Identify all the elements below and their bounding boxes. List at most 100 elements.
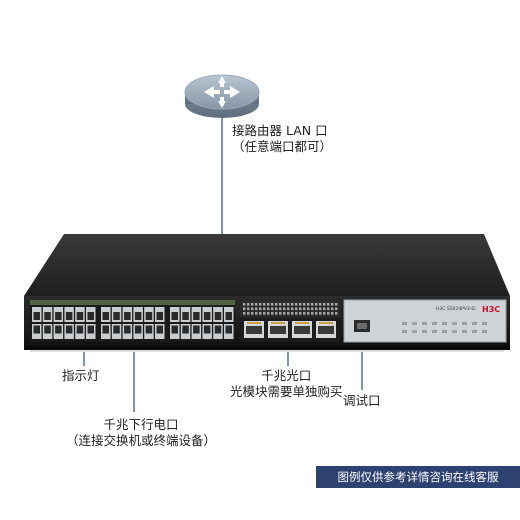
vent-hole	[263, 312, 266, 315]
rj45-port	[64, 307, 74, 322]
vent-hole	[275, 303, 278, 306]
vent-hole	[315, 303, 318, 306]
downlink-label-line2: （连接交换机或终端设备）	[66, 433, 217, 448]
rj45-port	[144, 324, 154, 339]
vent-hole	[327, 307, 330, 311]
vent-hole	[299, 303, 302, 306]
rj45-port	[111, 307, 122, 322]
rj45-port	[144, 307, 154, 322]
vent-hole	[291, 307, 294, 311]
fiber-label: 千兆光口 光模块需要单独购买	[230, 368, 343, 400]
vent-hole	[287, 303, 290, 306]
fiber-label-line2: 光模块需要单独购买	[230, 384, 343, 399]
vent-hole	[291, 303, 294, 306]
rj45-port	[133, 324, 143, 339]
vent-hole	[315, 307, 318, 311]
rj45-port	[32, 307, 42, 322]
router-icon	[184, 74, 260, 118]
vent-hole	[271, 303, 274, 306]
vent-hole	[247, 312, 250, 315]
vent-hole	[331, 307, 334, 311]
vent-hole	[291, 312, 294, 315]
rj45-port	[213, 307, 223, 322]
rj45-port	[122, 307, 133, 322]
rj45-port	[213, 324, 223, 339]
rj45-port	[32, 324, 42, 339]
vent-hole	[287, 307, 290, 311]
rj45-port	[202, 307, 212, 322]
vent-hole	[243, 303, 246, 306]
vent-hole	[315, 312, 318, 315]
vent-hole	[319, 303, 322, 306]
vent-hole	[295, 303, 298, 306]
brand-logo: H3C	[482, 305, 500, 314]
rj45-port	[155, 307, 165, 322]
vent-hole	[243, 312, 246, 315]
rj45-port	[224, 324, 234, 339]
vent-hole	[303, 312, 306, 315]
rj45-port	[202, 324, 212, 339]
vent-hole	[267, 303, 270, 306]
rj45-port	[111, 324, 122, 339]
vent-hole	[275, 312, 278, 315]
vent-hole	[323, 312, 326, 315]
status-led-grid	[402, 322, 487, 333]
vent-hole	[283, 307, 286, 311]
vent-hole	[311, 307, 314, 311]
vent-hole	[307, 307, 310, 311]
rj45-port	[133, 307, 143, 322]
vent-hole	[323, 303, 326, 306]
vent-hole	[275, 307, 278, 311]
rj45-port	[53, 307, 64, 322]
rj45-port	[122, 324, 133, 339]
rj45-port	[42, 324, 53, 339]
rj45-port	[170, 307, 180, 322]
vent-hole	[319, 307, 322, 311]
vent-hole	[303, 303, 306, 306]
footer-note: 图例仅供参考详情咨询在线客服	[316, 466, 520, 488]
indicator-label: 指示灯	[62, 368, 100, 383]
rj45-port	[86, 324, 96, 339]
vent-hole	[319, 312, 322, 315]
switch-device	[24, 234, 510, 352]
console-label: 调试口	[343, 393, 381, 408]
rj45-port	[64, 324, 74, 339]
sfp-cage	[292, 321, 312, 338]
vent-hole	[263, 307, 266, 311]
model-text: H3C S5024PV3-EI	[436, 306, 476, 312]
vent-hole	[311, 303, 314, 306]
vent-hole	[311, 312, 314, 315]
rj45-port	[180, 307, 191, 322]
vent-hole	[267, 312, 270, 315]
vent-hole	[335, 307, 338, 311]
rj45-port	[101, 307, 111, 322]
rj45-port	[155, 324, 165, 339]
rj45-port	[180, 324, 191, 339]
router-label-line2: （任意端口都可）	[232, 139, 333, 154]
vent-hole	[299, 312, 302, 315]
vent-hole	[263, 303, 266, 306]
vent-hole	[279, 307, 282, 311]
sfp-cage	[316, 321, 336, 338]
vent-hole	[251, 307, 254, 311]
vent-hole	[335, 303, 338, 306]
router-label-line1: 接路由器 LAN 口	[232, 123, 328, 138]
vent-hole	[255, 303, 258, 306]
sfp-cages	[244, 321, 336, 338]
downlink-label-line1: 千兆下行电口	[103, 417, 179, 432]
vent-hole	[287, 312, 290, 315]
vent-hole	[247, 307, 250, 311]
vent-hole	[327, 303, 330, 306]
vent-hole	[331, 312, 334, 315]
vent-hole	[251, 312, 254, 315]
fiber-label-line1: 千兆光口	[261, 368, 312, 383]
sfp-cage	[244, 321, 264, 338]
rj45-port	[191, 324, 202, 339]
rj45-port	[75, 324, 85, 339]
vent-hole	[295, 307, 298, 311]
vent-hole	[307, 303, 310, 306]
rj45-ports	[32, 307, 234, 339]
sfp-cage	[268, 321, 288, 338]
router-label: 接路由器 LAN 口 （任意端口都可）	[232, 123, 332, 155]
